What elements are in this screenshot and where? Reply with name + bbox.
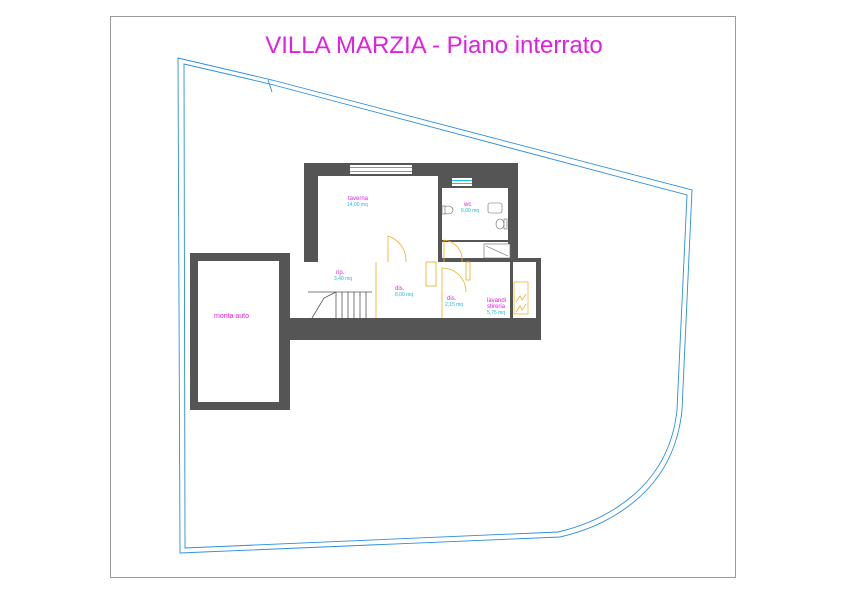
monta-auto-walls bbox=[190, 253, 290, 410]
door-wc bbox=[443, 239, 463, 263]
walls bbox=[190, 163, 541, 410]
sink-icon bbox=[487, 202, 503, 214]
door-frame-dis bbox=[425, 261, 437, 287]
door-dis bbox=[441, 267, 467, 293]
property-boundary bbox=[177, 57, 693, 554]
window-taverna bbox=[350, 165, 412, 174]
room-taverna-name: taverna bbox=[348, 196, 369, 202]
room-labels: taverna 14,00 mq wc 6,00 mq rip. 3,40 mq… bbox=[214, 196, 506, 320]
room-rip-area: 3,40 mq bbox=[334, 276, 352, 282]
sheet-frame bbox=[110, 16, 736, 578]
window-wc bbox=[452, 178, 472, 186]
room-dis2-name: dis. bbox=[447, 296, 457, 302]
room-wc-name: wc bbox=[463, 202, 471, 208]
partition-wc-bottom bbox=[440, 240, 512, 242]
partition-taverna-wc bbox=[438, 176, 442, 262]
door-taverna bbox=[387, 235, 407, 263]
room-dis1-name: dis. bbox=[395, 286, 405, 292]
partition-dis-lav bbox=[510, 258, 513, 318]
room-taverna-area: 14,00 mq bbox=[347, 202, 368, 208]
wc-fixtures bbox=[441, 202, 511, 259]
room-dis2-area: 2,15 mq bbox=[445, 302, 463, 308]
room-lavanderia-name-2: stireria bbox=[487, 304, 506, 310]
main-wall-mass bbox=[282, 163, 541, 340]
room-rip-name: rip. bbox=[336, 270, 345, 276]
windows bbox=[350, 165, 472, 186]
bidet-icon bbox=[495, 218, 505, 230]
room-wc-area: 6,00 mq bbox=[461, 208, 479, 214]
door-frame-lav bbox=[465, 261, 471, 281]
page-title: VILLA MARZIA - Piano interrato bbox=[265, 32, 603, 59]
room-montaauto-name: monta auto bbox=[214, 313, 249, 320]
room-dis1-area: 8,00 mq bbox=[395, 292, 413, 298]
laundry-fixtures bbox=[513, 281, 529, 315]
stairs bbox=[308, 290, 372, 319]
room-lavanderia-area: 5,75 mq bbox=[487, 310, 505, 316]
room-lavanderia-name-1: lavandi bbox=[487, 298, 506, 304]
doors bbox=[375, 235, 471, 318]
